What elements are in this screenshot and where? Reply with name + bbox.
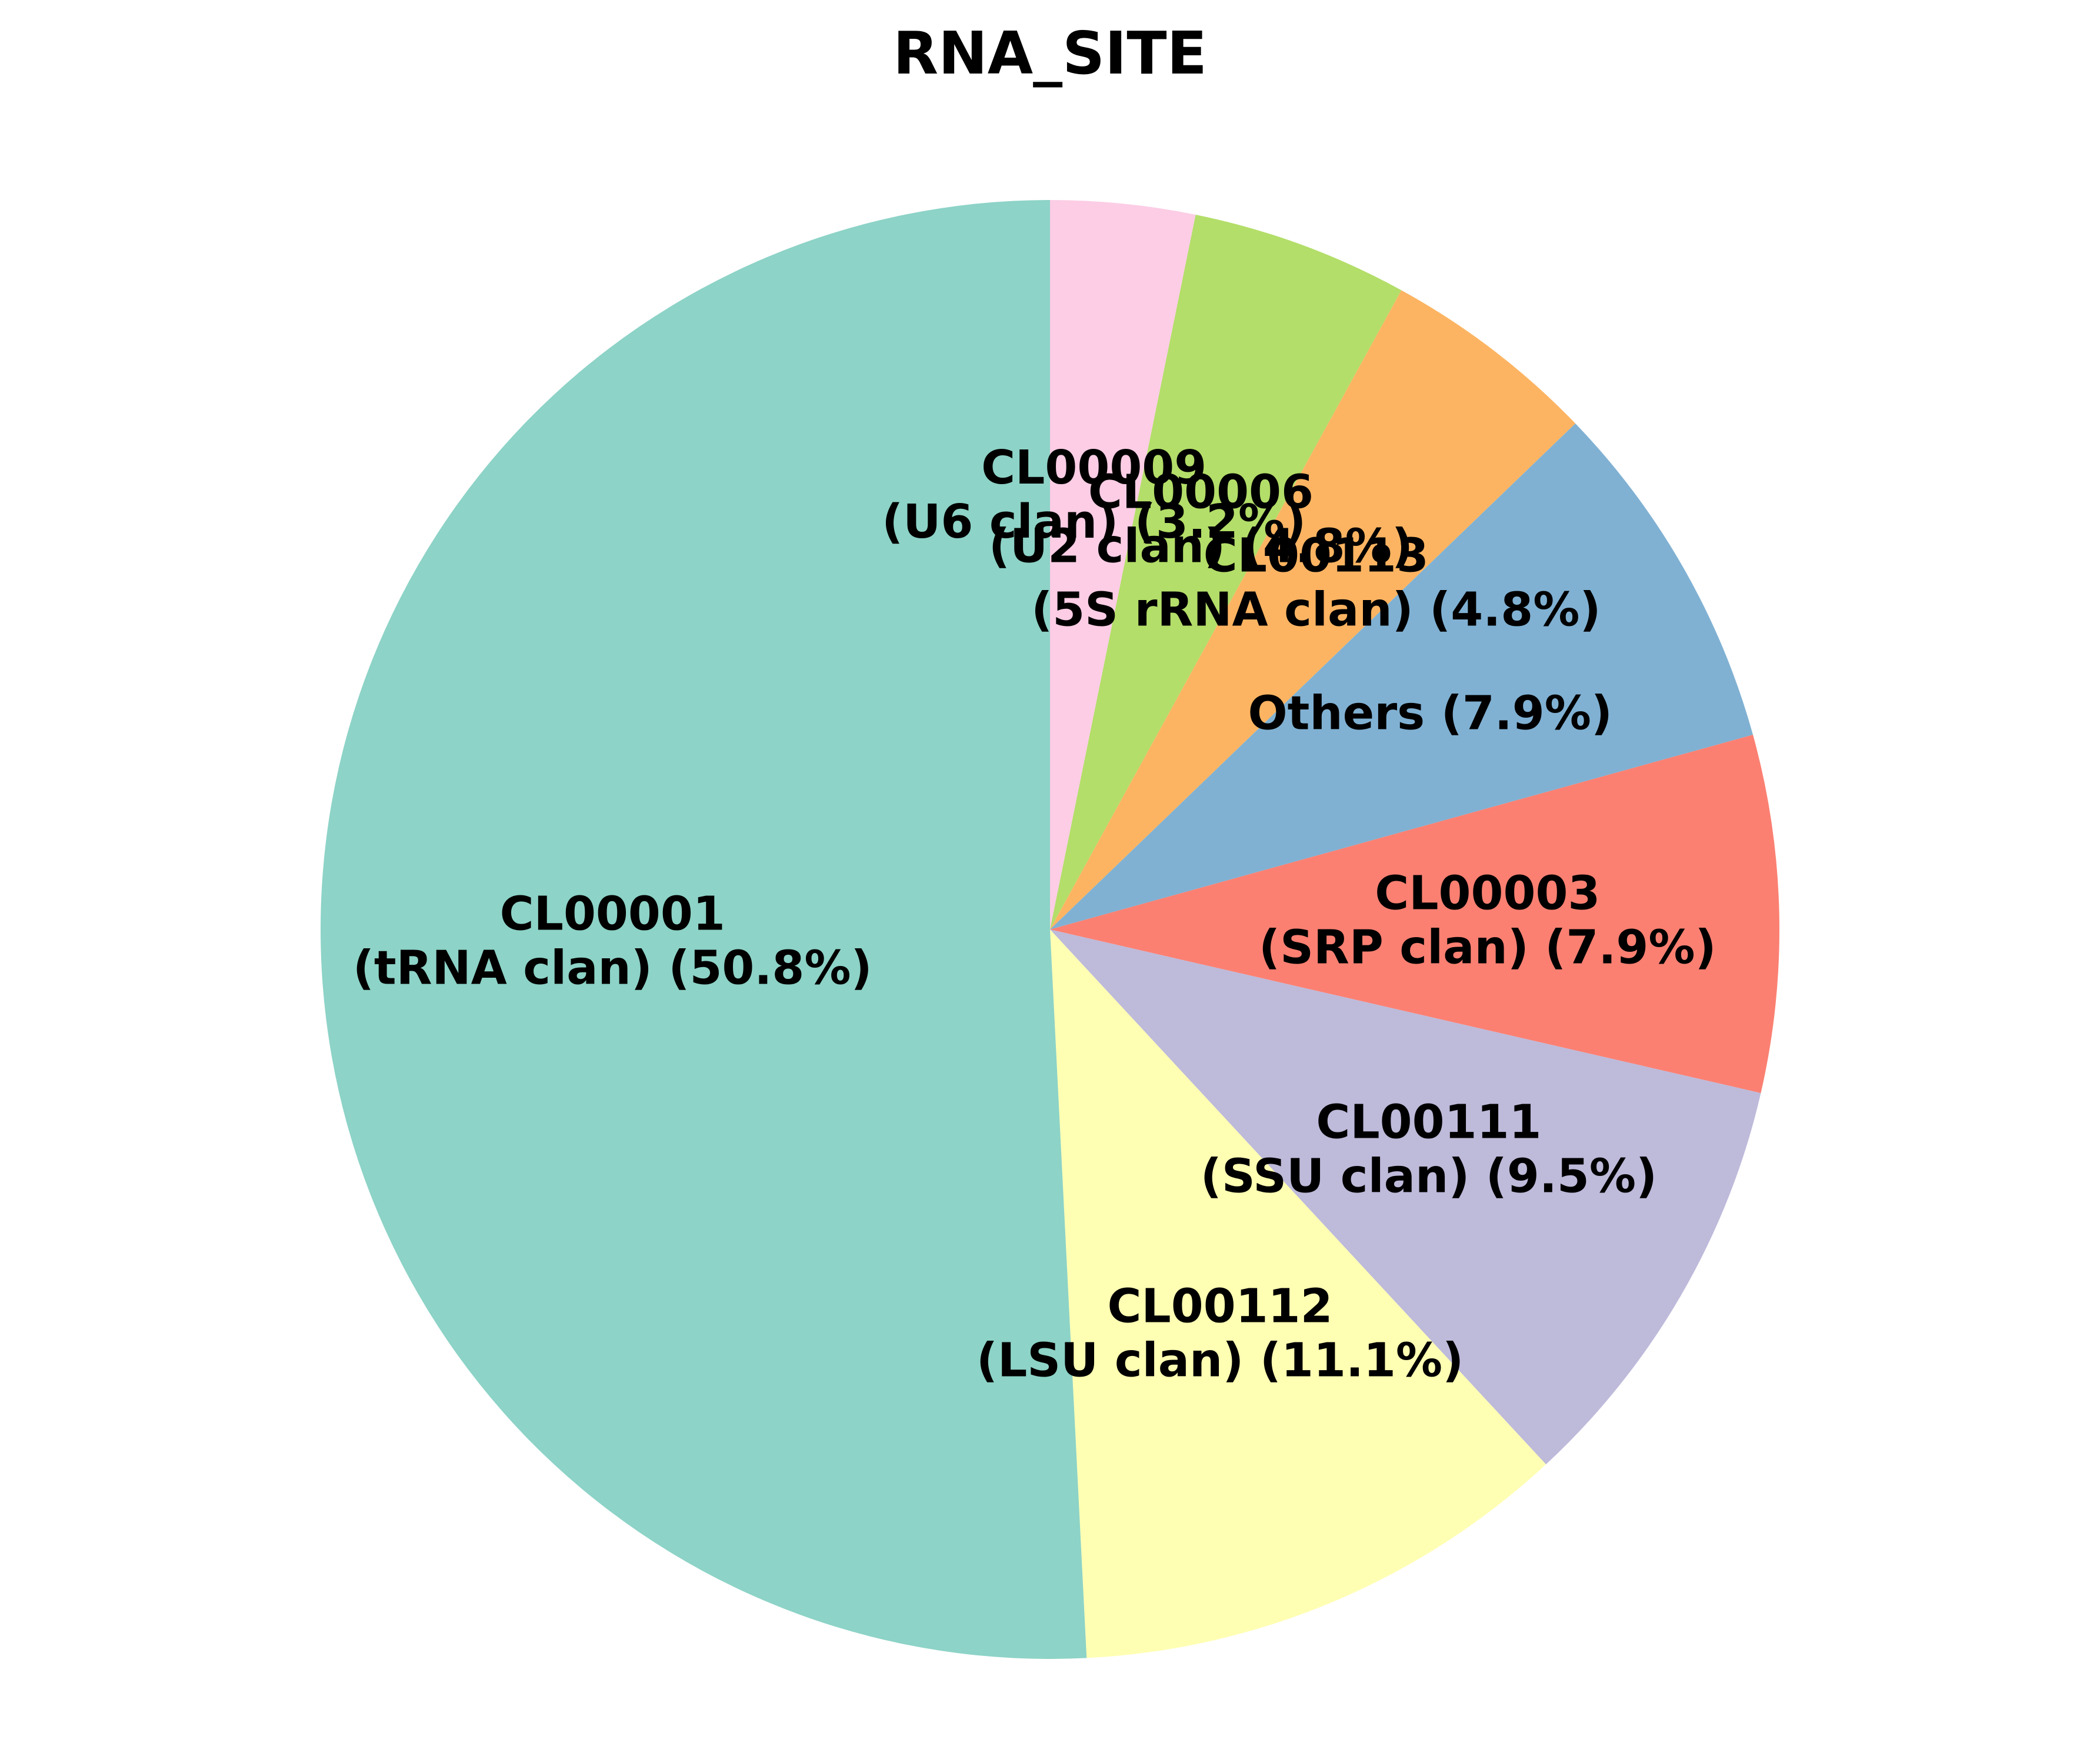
pie-slice-4 [1050,735,1779,1094]
slice-label-1-line-2: (U2 clan) (4.8%) [989,519,1413,574]
slice-label-4-line-1: CL00003 [1375,867,1600,921]
slice-label-7-line-1: CL00001 [500,887,725,941]
slice-label-1-line-1: CL00006 [1088,465,1314,519]
slice-label-4-line-2: (SRP clan) (7.9%) [1259,921,1716,975]
pie-slice-5 [1050,929,1761,1465]
pie-slice-2 [1050,290,1576,929]
slice-label-3-line-1: Others (7.9%) [1248,686,1612,740]
slice-label-6-line-2: (LSU clan) (11.1%) [976,1334,1464,1388]
slice-label-5-line-2: (SSU clan) (9.5%) [1201,1149,1657,1204]
pie-labels: CL00009(U6 clan) (3.2%)CL00006(U2 clan) … [353,441,1716,1388]
pie-slice-3 [1050,423,1754,929]
pie-slice-7 [320,200,1087,1660]
pie-slices [320,200,1779,1660]
pie-slice-6 [1050,929,1546,1658]
chart-title: RNA_SITE [893,19,1207,88]
pie-slice-1 [1050,214,1402,929]
pie-slice-0 [1050,200,1196,929]
slice-label-7-line-2: (tRNA clan) (50.8%) [353,941,872,995]
slice-label-0-line-1: CL00009 [981,441,1206,495]
slice-label-2-line-2: (5S rRNA clan) (4.8%) [1031,582,1601,637]
slice-label-5-line-1: CL00111 [1316,1095,1541,1149]
slice-label-6-line-1: CL00112 [1107,1279,1332,1334]
slice-label-0-line-2: (U6 clan) (3.2%) [882,495,1306,549]
slice-label-2-line-1: CL00113 [1204,528,1429,582]
